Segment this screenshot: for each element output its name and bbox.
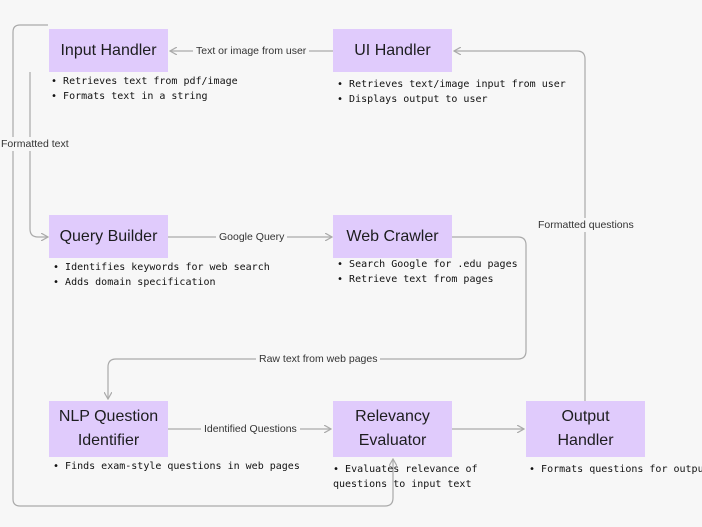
node-nlp-question-identifier: NLP Question Identifier [49, 401, 168, 457]
output-handler-notes: Formats questions for output [529, 462, 702, 477]
bullet-item: Adds domain specification [53, 275, 270, 290]
web-crawler-notes: Search Google for .edu pages Retrieve te… [337, 257, 518, 287]
bullet-item: Identifies keywords for web search [53, 260, 270, 275]
bullet-item: Retrieves text/image input from user [337, 77, 566, 92]
input-handler-notes: Retrieves text from pdf/image Formats te… [51, 74, 238, 104]
bullet-item: Finds exam-style questions in web pages [53, 459, 300, 474]
edge-input-to-relevancy [12, 24, 393, 507]
node-output-handler: Output Handler [526, 401, 645, 457]
edge-label-raw-text: Raw text from web pages [256, 352, 381, 366]
node-label-line-2: Handler [557, 432, 614, 449]
node-label-line-1: Relevancy [355, 408, 430, 425]
bullet-continuation: questions to input text [333, 479, 472, 490]
node-label: Web Crawler [346, 227, 439, 245]
node-web-crawler: Web Crawler [333, 215, 452, 258]
bullet-item: Retrieves text from pdf/image [51, 74, 238, 89]
bullet-item: Retrieve text from pages [337, 272, 518, 287]
relevancy-evaluator-notes: Evaluates relevance of questions to inpu… [333, 462, 478, 492]
node-label: Query Builder [59, 227, 158, 245]
query-builder-notes: Identifies keywords for web search Adds … [53, 260, 270, 290]
nlp-question-identifier-notes: Finds exam-style questions in web pages [53, 459, 300, 474]
node-label-line-1: NLP Question [58, 408, 159, 425]
edge-label-formatted-text: Formatted text [0, 137, 72, 151]
ui-handler-notes: Retrieves text/image input from user Dis… [337, 77, 566, 107]
node-label-line-2: Identifier [77, 432, 140, 449]
edge-label-formatted-questions: Formatted questions [535, 218, 637, 232]
bullet-item: Formats questions for output [529, 462, 702, 477]
edge-label-google-query: Google Query [216, 230, 288, 244]
bullet-item: Formats text in a string [51, 89, 238, 104]
node-label-line-2: Evaluator [358, 432, 427, 449]
node-relevancy-evaluator: Relevancy Evaluator [333, 401, 452, 457]
node-label: Input Handler [60, 41, 157, 59]
node-query-builder: Query Builder [49, 215, 168, 258]
bullet-item: Search Google for .edu pages [337, 257, 518, 272]
bullet-item: Evaluates relevance of [333, 462, 477, 477]
edge-input-to-query [29, 72, 48, 237]
node-label-line-1: Output [561, 408, 610, 425]
node-input-handler: Input Handler [49, 29, 168, 72]
node-ui-handler: UI Handler [333, 29, 452, 72]
edge-crawler-to-nlp [108, 236, 527, 399]
edge-output-to-ui [454, 51, 586, 401]
bullet-item: Displays output to user [337, 92, 566, 107]
edge-label-identified-questions: Identified Questions [201, 422, 300, 436]
node-label: UI Handler [354, 41, 431, 59]
bullet-item-continued: questions to input text [333, 477, 478, 492]
edge-label-text-or-image: Text or image from user [193, 44, 310, 58]
